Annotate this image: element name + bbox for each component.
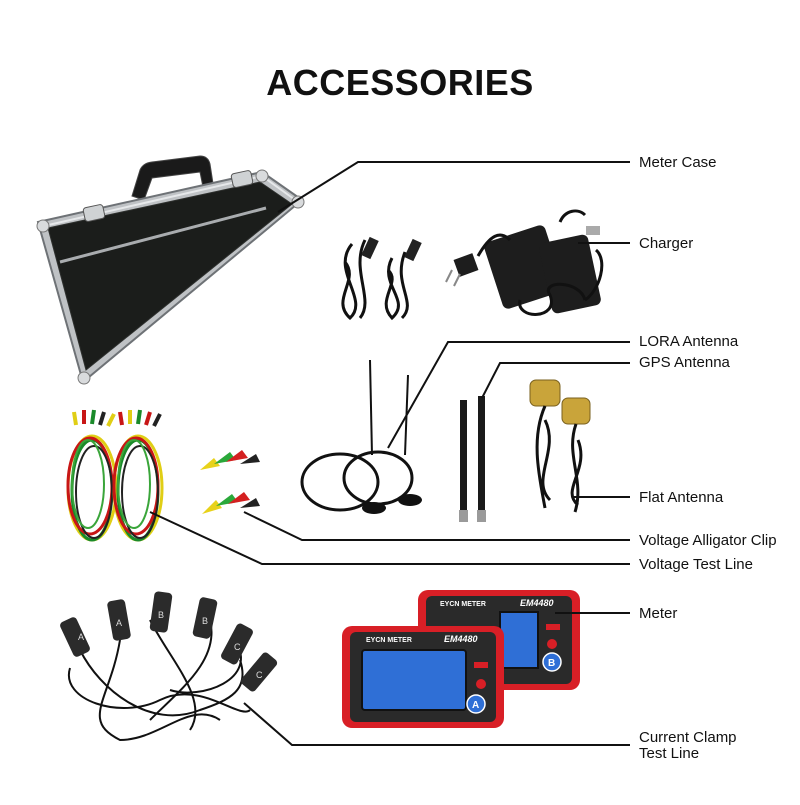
leader-lines [149,161,630,746]
label-meter-case: Meter Case [639,154,717,171]
label-charger: Charger [639,235,694,252]
clamp-a1: A [60,617,90,657]
label-lora-antenna: LORA Antenna [639,333,739,350]
label-gps-antenna: GPS Antenna [639,354,730,371]
clamp-b1: B [149,591,173,633]
wire-bundle-right [112,434,164,542]
meter-a-brand: EYCN METER [366,637,412,644]
clamp-letter: B [202,616,208,626]
voltage-test-line-bundles [66,409,164,542]
label-current-clamp-test-line: Current Clamp Test Line [639,730,737,762]
clamp-b2: B [192,597,218,639]
clamp-letter: A [78,632,84,642]
clamp-letter: A [116,618,122,628]
probe-tips [72,409,162,427]
label-flat-antenna: Flat Antenna [639,489,724,506]
meter-a-letter: A [472,700,479,711]
leader-alligator-clip [243,511,630,541]
wire-bundle-left [66,434,118,542]
leader-lora-antenna [387,341,630,449]
meter-a: EYCN METER EM4480 A [342,626,504,728]
leader-meter-case [277,161,630,213]
clamp-letter: C [234,642,241,652]
label-voltage-test-line: Voltage Test Line [639,556,753,573]
label-voltage-alligator-clip: Voltage Alligator Clip [639,532,777,549]
meter-a-model: EM4480 [444,634,478,644]
voltage-alligator-clips [200,450,260,514]
leader-voltage-test-line [149,511,630,565]
gps-antenna [459,396,486,522]
meter-b-brand: EYCN METER [440,601,486,608]
clamp-letter: B [158,610,164,620]
label-meter: Meter [639,605,678,622]
lora-antenna [300,359,422,514]
leader-gps-antenna [481,362,630,399]
flat-antenna [529,379,591,513]
charger-adapters [445,209,604,316]
clamp-c1: C [221,623,253,665]
charger-cables [341,236,422,321]
meter-case [36,155,305,385]
label-current-clamp-line1: Current Clamp [639,729,737,746]
clamp-a2: A [107,599,131,641]
leader-current-clamp [243,702,630,746]
meter-b-letter: B [548,658,555,669]
label-current-clamp-line2: Test Line [639,745,700,762]
clamp-c2: C [240,652,278,692]
clamp-letter: C [256,670,263,680]
meter-b-model: EM4480 [520,598,554,608]
current-clamp-test-lines: A A B B C C [60,591,278,742]
page-title: ACCESSORIES [266,62,534,103]
